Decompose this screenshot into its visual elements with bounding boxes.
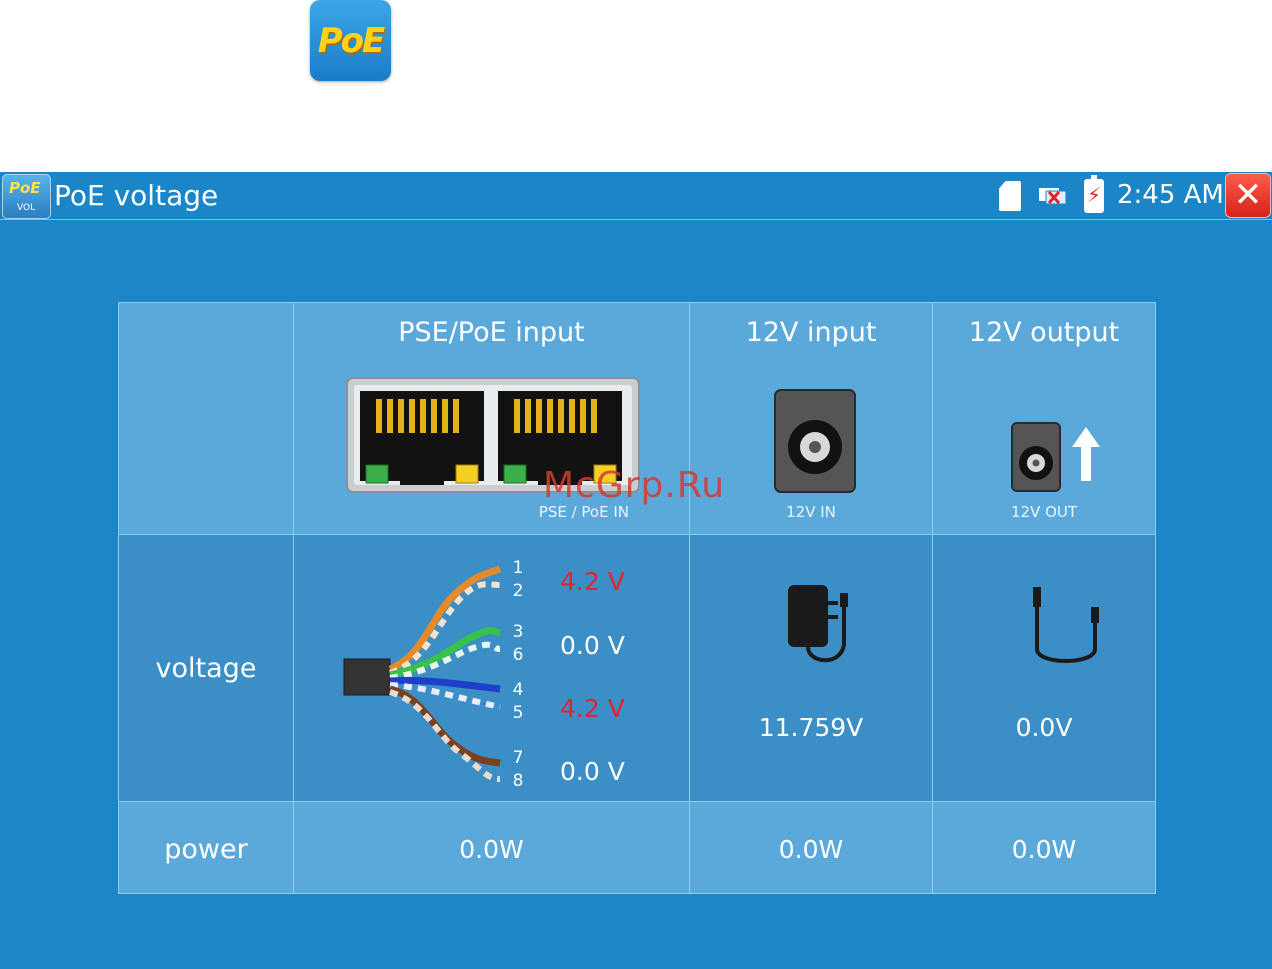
power-adapter-icon xyxy=(782,575,862,667)
header-12v-input: 12V input 12V IN xyxy=(689,302,933,535)
pair-1-2-voltage: 4.2 V xyxy=(560,567,625,596)
output-arrow-up-icon xyxy=(1071,427,1101,483)
pin-number: 7 xyxy=(508,747,528,770)
pin-numbers-pair-1: 1 2 xyxy=(508,557,528,603)
poe-voltage-screen: PoE VOL PoE voltage ⚡ 2:45 AM ✕ PSE/PoE … xyxy=(0,172,1272,969)
pin-numbers-pair-3: 4 5 xyxy=(508,679,528,725)
header-12v-output: 12V output 12V OUT xyxy=(932,302,1156,535)
12v-in-port-label: 12V IN xyxy=(690,503,932,521)
twisted-pair-cable-icon xyxy=(342,557,522,793)
pse-voltage-cell: 1 2 3 6 4 5 7 8 4.2 V 0.0 V 4.2 V 0.0 V xyxy=(293,534,690,802)
power-row-label-cell: power xyxy=(118,801,294,894)
12v-input-voltage-cell: 11.759V xyxy=(689,534,933,802)
close-button[interactable]: ✕ xyxy=(1225,173,1271,218)
12v-output-power-value: 0.0W xyxy=(933,835,1155,864)
poe-app-icon-label: PoE xyxy=(318,21,384,61)
pin-number: 5 xyxy=(508,702,528,725)
pin-number: 1 xyxy=(508,557,528,580)
voltage-row-label: voltage xyxy=(119,653,293,684)
header-empty-cell xyxy=(118,302,294,535)
12v-output-voltage-cell: 0.0V xyxy=(932,534,1156,802)
12v-input-power-cell: 0.0W xyxy=(689,801,933,894)
pin-number: 4 xyxy=(508,679,528,702)
watermark: McGrp.Ru xyxy=(543,465,725,506)
pin-numbers-pair-2: 3 6 xyxy=(508,621,528,667)
pair-3-6-voltage: 0.0 V xyxy=(560,631,625,660)
poe-vol-icon-label-top: PoE xyxy=(9,179,41,197)
pse-power-value: 0.0W xyxy=(294,835,689,864)
dc-jack-input-icon xyxy=(774,389,856,493)
pin-number: 2 xyxy=(508,580,528,603)
pair-7-8-voltage: 0.0 V xyxy=(560,757,625,786)
pin-number: 6 xyxy=(508,644,528,667)
network-disconnected-icon xyxy=(1038,186,1068,206)
power-row-label: power xyxy=(119,834,293,865)
pse-power-cell: 0.0W xyxy=(293,801,690,894)
header-12v-input-label: 12V input xyxy=(690,317,932,348)
dc-cable-icon xyxy=(1011,583,1107,669)
12v-out-port-label: 12V OUT xyxy=(933,503,1155,521)
page-title: PoE voltage xyxy=(54,179,218,212)
pin-numbers-pair-4: 7 8 xyxy=(508,747,528,793)
12v-input-voltage: 11.759V xyxy=(690,713,932,742)
poe-app-icon[interactable]: PoE xyxy=(310,0,391,81)
poe-vol-icon-label-bottom: VOL xyxy=(17,203,35,213)
battery-charging-icon: ⚡ xyxy=(1084,179,1104,213)
12v-output-power-cell: 0.0W xyxy=(932,801,1156,894)
pair-4-5-voltage: 4.2 V xyxy=(560,694,625,723)
header-12v-output-label: 12V output xyxy=(933,317,1155,348)
poe-voltage-table: PSE/PoE input xyxy=(118,302,1156,894)
12v-output-voltage: 0.0V xyxy=(933,713,1155,742)
pin-number: 8 xyxy=(508,770,528,793)
dc-jack-output-icon xyxy=(1011,419,1075,493)
voltage-row-label-cell: voltage xyxy=(118,534,294,802)
poe-vol-app-icon[interactable]: PoE VOL xyxy=(2,174,51,219)
status-clock: 2:45 AM xyxy=(1117,180,1224,210)
sd-card-icon xyxy=(999,181,1021,211)
title-bar: PoE VOL PoE voltage ⚡ 2:45 AM ✕ xyxy=(0,172,1272,220)
12v-input-power-value: 0.0W xyxy=(690,835,932,864)
header-pse-poe-input-label: PSE/PoE input xyxy=(294,317,689,348)
pin-number: 3 xyxy=(508,621,528,644)
